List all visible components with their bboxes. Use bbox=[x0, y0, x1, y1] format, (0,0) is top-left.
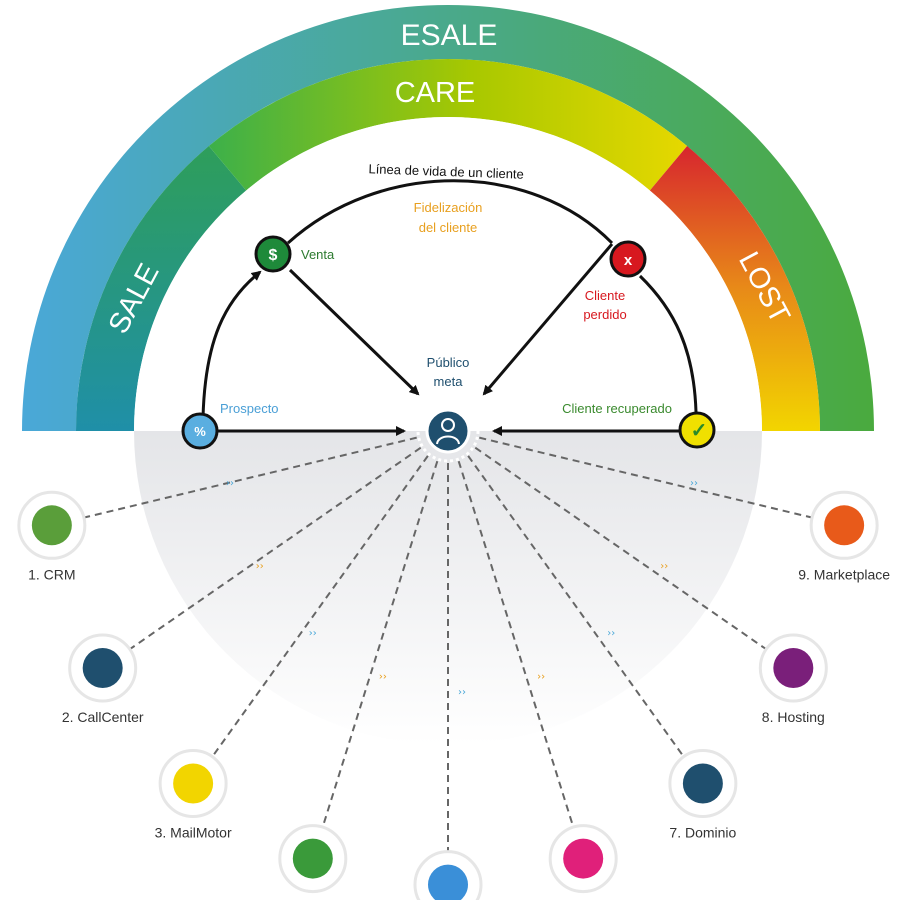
tool-node[interactable]: 7. Dominio bbox=[668, 749, 738, 841]
magnifier-icon bbox=[563, 838, 604, 879]
venta-label: Venta bbox=[301, 247, 335, 262]
tool-node[interactable]: 9. Marketplace bbox=[798, 490, 890, 582]
venta-node[interactable]: $ bbox=[254, 235, 292, 273]
user-icon bbox=[436, 418, 460, 445]
care-label: CARE bbox=[395, 77, 476, 109]
perdido-label-2: perdido bbox=[583, 307, 626, 322]
tool-label: 8. Hosting bbox=[762, 709, 825, 725]
care-band bbox=[208, 59, 688, 191]
connector-line bbox=[474, 446, 794, 669]
flow-chevrons: ›› ›› ›› ›› ›› ›› ›› ›› ›› bbox=[226, 478, 698, 698]
fidelizacion-label-2: del cliente bbox=[419, 220, 478, 235]
lifeline-title: Línea de vida de un cliente bbox=[368, 161, 524, 181]
fidelizacion-label-1: Fidelización bbox=[414, 200, 483, 215]
tool-node[interactable]: 3. MailMotor bbox=[155, 749, 232, 841]
chevron-mark: ›› bbox=[607, 628, 615, 639]
venta-to-perdido-arc bbox=[286, 179, 614, 245]
server-icon bbox=[773, 648, 814, 689]
publico-label-2: meta bbox=[434, 374, 464, 389]
chevron-mark: ›› bbox=[660, 561, 668, 572]
checkmark-icon: ✓ bbox=[691, 420, 708, 442]
tool-label: 3. MailMotor bbox=[155, 825, 232, 841]
coins-icon bbox=[824, 505, 865, 546]
esale-label: ESALE bbox=[401, 19, 498, 52]
tool-node[interactable]: 4. ChatBot bbox=[278, 824, 348, 900]
connector-line bbox=[457, 460, 585, 859]
chevron-mark: ›› bbox=[309, 628, 317, 639]
x-icon: x bbox=[624, 252, 633, 269]
chevron-mark: ›› bbox=[256, 561, 264, 572]
tool-label: 2. CallCenter bbox=[62, 709, 144, 725]
chevron-mark: ›› bbox=[690, 478, 698, 489]
prospecto-to-venta-arc bbox=[201, 270, 262, 419]
recuperado-label: Cliente recuperado bbox=[562, 401, 672, 416]
prospecto-label: Prospecto bbox=[220, 401, 279, 416]
inner-half-disc bbox=[134, 117, 762, 431]
tool-node[interactable]: 5. App bbox=[413, 850, 483, 900]
connector-line bbox=[51, 436, 417, 527]
tool-node[interactable]: 8. Hosting bbox=[758, 633, 828, 725]
headset-icon bbox=[82, 648, 123, 689]
connector-line bbox=[102, 446, 422, 669]
sale-band bbox=[76, 146, 247, 431]
publico-meta-node[interactable] bbox=[416, 399, 480, 463]
tool-node[interactable]: 6. API bbox=[548, 824, 618, 900]
perdido-to-publico-arrow bbox=[482, 243, 614, 396]
perdido-to-recuperado-arc bbox=[638, 274, 698, 413]
smartphone-icon bbox=[428, 864, 468, 900]
chevron-mark: ›› bbox=[226, 478, 234, 489]
envelope-icon bbox=[173, 763, 214, 804]
chevron-mark: ›› bbox=[537, 672, 545, 683]
tool-node[interactable]: 2. CallCenter bbox=[62, 633, 144, 725]
lost-band bbox=[649, 146, 820, 431]
recuperado-node[interactable]: ✓ bbox=[678, 411, 716, 449]
perdido-node[interactable]: x bbox=[609, 240, 647, 278]
gears-icon bbox=[31, 505, 72, 546]
connector-line bbox=[479, 436, 845, 527]
connector-line bbox=[311, 460, 439, 859]
prospecto-node[interactable]: % bbox=[181, 412, 219, 450]
tool-label: 9. Marketplace bbox=[798, 566, 890, 582]
monitor-cart-icon bbox=[682, 763, 723, 804]
esale-band bbox=[22, 5, 874, 431]
tool-node[interactable]: 1. CRM bbox=[17, 490, 87, 582]
venta-to-publico-arrow bbox=[288, 268, 420, 396]
chevron-mark: ›› bbox=[379, 672, 387, 683]
perdido-label-1: Cliente bbox=[585, 288, 625, 303]
tool-label: 7. Dominio bbox=[669, 825, 736, 841]
tool-connectors bbox=[51, 436, 845, 885]
tool-list: 1. CRM 2. CallCenter 3. MailMotor 4. ChatBo… bbox=[17, 490, 890, 900]
percent-icon: % bbox=[194, 424, 206, 439]
dollar-icon: $ bbox=[269, 247, 278, 264]
chevron-mark: ›› bbox=[458, 687, 466, 698]
publico-label-1: Público bbox=[427, 355, 470, 370]
chat-bubbles-icon bbox=[292, 838, 333, 879]
tool-label: 1. CRM bbox=[28, 566, 75, 582]
